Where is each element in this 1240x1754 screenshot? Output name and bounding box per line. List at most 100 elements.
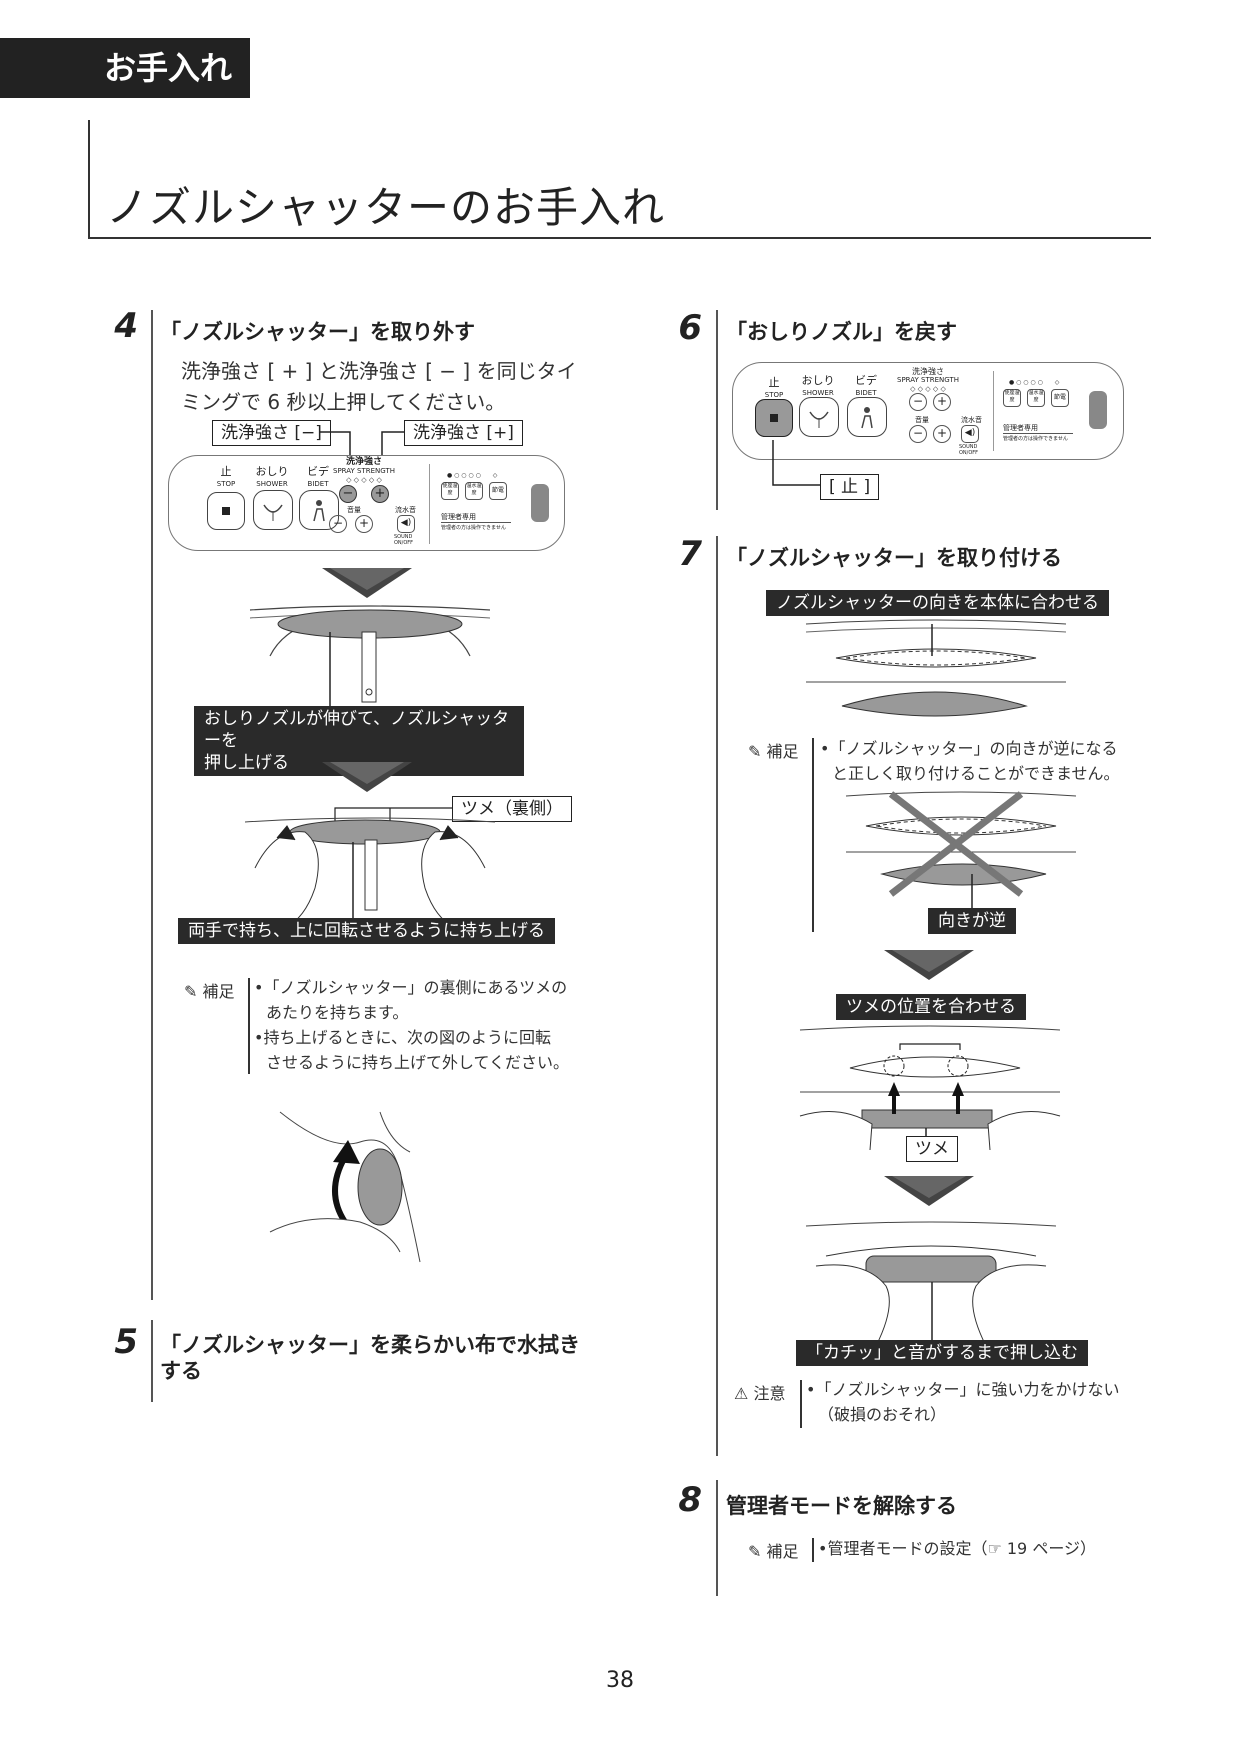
label-tab: ツメ xyxy=(906,1136,958,1162)
section-tab: お手入れ xyxy=(0,38,250,98)
step5-title: 「ノズルシャッター」を柔らかい布で水拭き する xyxy=(160,1332,580,1384)
panel-sensor-window xyxy=(1089,391,1107,429)
panel-volume-label: 音量 xyxy=(347,506,361,514)
panel-shower-button[interactable] xyxy=(253,490,293,530)
panel-strength-minus-button[interactable]: − xyxy=(909,393,927,411)
step8-number: 8 xyxy=(678,1480,702,1520)
warning-triangle-icon: ⚠ xyxy=(734,1384,749,1403)
panel-bidet-en: BIDET xyxy=(855,389,877,397)
panel-stop-button[interactable] xyxy=(207,492,245,530)
step7-note-header: ✎ 補足 xyxy=(748,738,799,762)
step4-body-line1: 洗浄強さ [ + ] と洗浄強さ [ − ] を同じタイ xyxy=(181,359,577,383)
step7-caution-header-text: 注意 xyxy=(753,1384,786,1403)
panel-strength-plus-button[interactable]: + xyxy=(933,393,951,411)
panel-eco-button[interactable]: 節電 xyxy=(489,482,507,500)
step4-body-line2: ミングで 6 秒以上押してください。 xyxy=(181,390,506,414)
hands-lifting-illustration xyxy=(244,807,496,929)
panel-bidet-label: ビデ xyxy=(307,465,329,478)
panel-bidet-en: BIDET xyxy=(307,480,329,488)
panel-strength-plus-button[interactable]: + xyxy=(371,485,389,503)
shower-icon xyxy=(809,411,829,428)
panel-volume-plus-button[interactable]: + xyxy=(355,515,373,533)
panel-stop-button[interactable] xyxy=(755,399,793,437)
down-arrow xyxy=(884,1176,974,1206)
bidet-icon xyxy=(861,407,873,429)
step7-title: 「ノズルシャッター」を取り付ける xyxy=(726,546,1062,570)
step5-title-line2: する xyxy=(160,1359,202,1383)
stop-icon xyxy=(222,507,230,515)
panel-sound-en: SOUND ON/OFF xyxy=(959,444,979,456)
panel-strength-label: 洗浄強さ xyxy=(345,457,382,467)
panel-sound-label: 流水音 xyxy=(961,416,982,424)
label-strength-plus: 洗浄強さ [+] xyxy=(404,420,523,446)
step7-caution-bar xyxy=(800,1380,802,1428)
caption-nozzle-extends-line2: 押し上げる xyxy=(204,753,289,773)
bidet-icon xyxy=(313,500,325,522)
panel-shower-label: おしり xyxy=(801,374,835,387)
panel-sound-en: SOUND ON/OFF xyxy=(394,534,414,546)
control-panel: 止 STOP おしり SHOWER ビデ BIDET 洗浄強さ SPRAY ST… xyxy=(168,455,565,551)
step8-line xyxy=(716,1480,718,1596)
step7-line xyxy=(716,536,718,1456)
step6-title: 「おしりノズル」を戻す xyxy=(726,320,957,344)
step8-note-bar xyxy=(812,1538,814,1562)
step4-note2-line1: •持ち上げるときに、次の図のように回転 xyxy=(254,1028,551,1047)
panel-shower-button[interactable] xyxy=(799,397,839,437)
panel-bidet-button[interactable] xyxy=(299,490,339,530)
panel-strength-minus-button[interactable]: − xyxy=(339,485,357,503)
caption-lift-with-both-hands: 両手で持ち、上に回転させるように持ち上げる xyxy=(178,918,555,944)
step7-caution-header: ⚠ 注意 xyxy=(734,1380,785,1404)
label-strength-minus: 洗浄強さ [−] xyxy=(212,420,331,446)
panel-indicator-dots: ● ○ ○ ○ ○ ◇ xyxy=(1009,379,1060,386)
panel-admin-sub: 管理者の方は操作できません xyxy=(441,525,506,531)
speaker-icon[interactable]: ◀) xyxy=(397,515,415,533)
step7-note-bar xyxy=(812,738,814,932)
stop-icon xyxy=(770,414,778,422)
title-rule-vertical xyxy=(88,120,90,238)
panel-volume-label: 音量 xyxy=(915,416,929,424)
shutter-align-illustration xyxy=(805,619,1067,717)
label-stop: [ 止 ] xyxy=(820,474,880,500)
panel-strength-dots: ◇ ◇ ◇ ◇ ◇ xyxy=(346,476,382,484)
step7-note-line1: •「ノズルシャッター」の向きが逆になる xyxy=(820,739,1118,758)
panel-volume-minus-button[interactable]: − xyxy=(329,515,347,533)
down-arrow xyxy=(884,950,974,980)
step4-note-bar xyxy=(248,978,250,1074)
panel-seat-temp-button[interactable]: 便座温度 xyxy=(441,482,459,500)
control-panel-step6: 止 STOP おしり SHOWER ビデ BIDET 洗浄強さ SPRAY ST… xyxy=(732,362,1124,460)
panel-bidet-label: ビデ xyxy=(855,374,877,387)
nozzle-extended-illustration xyxy=(249,605,491,711)
panel-bidet-button[interactable] xyxy=(847,397,887,437)
step4-note1-line2: あたりを持ちます。 xyxy=(266,1003,409,1022)
panel-sensor-window xyxy=(531,484,549,522)
panel-water-temp-button[interactable]: 温水温度 xyxy=(465,482,483,500)
panel-stop-label: 止 xyxy=(768,376,780,389)
panel-volume-plus-button[interactable]: + xyxy=(933,425,951,443)
caption-align-direction: ノズルシャッターの向きを本体に合わせる xyxy=(766,590,1109,616)
caption-push-until-click: 「カチッ」と音がするまで押し込む xyxy=(796,1340,1088,1366)
panel-eco-button[interactable]: 節電 xyxy=(1051,389,1069,407)
panel-water-temp-button[interactable]: 温水温度 xyxy=(1027,389,1045,407)
panel-seat-temp-button[interactable]: 便座温度 xyxy=(1003,389,1021,407)
panel-strength-dots: ◇ ◇ ◇ ◇ ◇ xyxy=(910,385,946,393)
step7-note-body: •「ノズルシャッター」の向きが逆になる と正しく取り付けることができません。 xyxy=(820,736,1120,786)
page-title: ノズルシャッターのお手入れ xyxy=(106,183,666,232)
page-number: 38 xyxy=(606,1668,634,1693)
step6-number: 6 xyxy=(678,308,702,348)
speaker-icon[interactable]: ◀) xyxy=(961,425,979,443)
down-arrow xyxy=(322,568,412,598)
step7-note-header-text: 補足 xyxy=(766,742,799,761)
panel-sound-label: 流水音 xyxy=(395,506,416,514)
panel-volume-minus-button[interactable]: − xyxy=(909,425,927,443)
reversed-shutter-illustration xyxy=(845,791,1077,910)
step7-caution-line2: （破損のおそれ） xyxy=(818,1405,947,1424)
panel-indicator-dots: ● ○ ○ ○ ○ ◇ xyxy=(447,472,498,479)
step4-note-header-text: 補足 xyxy=(202,982,235,1001)
panel-strength-en: SPRAY STRENGTH xyxy=(897,376,959,384)
shower-icon xyxy=(263,504,283,521)
step8-note-header-text: 補足 xyxy=(766,1542,799,1561)
step5-title-line1: 「ノズルシャッター」を柔らかい布で水拭き xyxy=(160,1333,580,1357)
label-tsume-back: ツメ（裏側） xyxy=(452,796,572,822)
panel-stop-en: STOP xyxy=(216,480,236,488)
